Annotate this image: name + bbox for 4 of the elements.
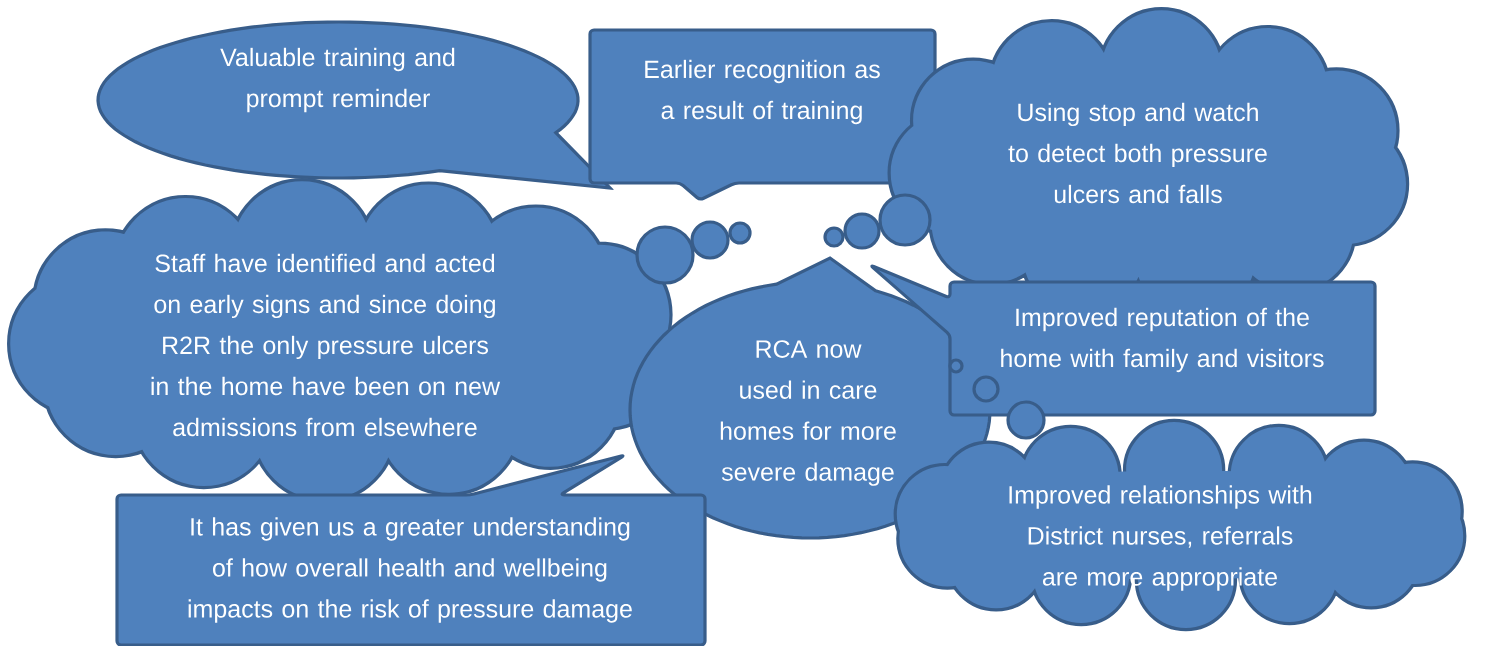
- callout-box: It has given us a greater understanding of how overall health and wellbeing impacts on the risk of pressure damage: [115, 454, 707, 646]
- callout-box: Earlier recognition as a result of training: [588, 28, 937, 201]
- node-label: Staff have identified and acted on early signs and since doing R2R the only pressure ulcers in the home have been on new admissions from elsewhere: [151, 253, 501, 437]
- node-label: Using stop and watch to detect both pressure ulcers and falls: [1008, 102, 1267, 204]
